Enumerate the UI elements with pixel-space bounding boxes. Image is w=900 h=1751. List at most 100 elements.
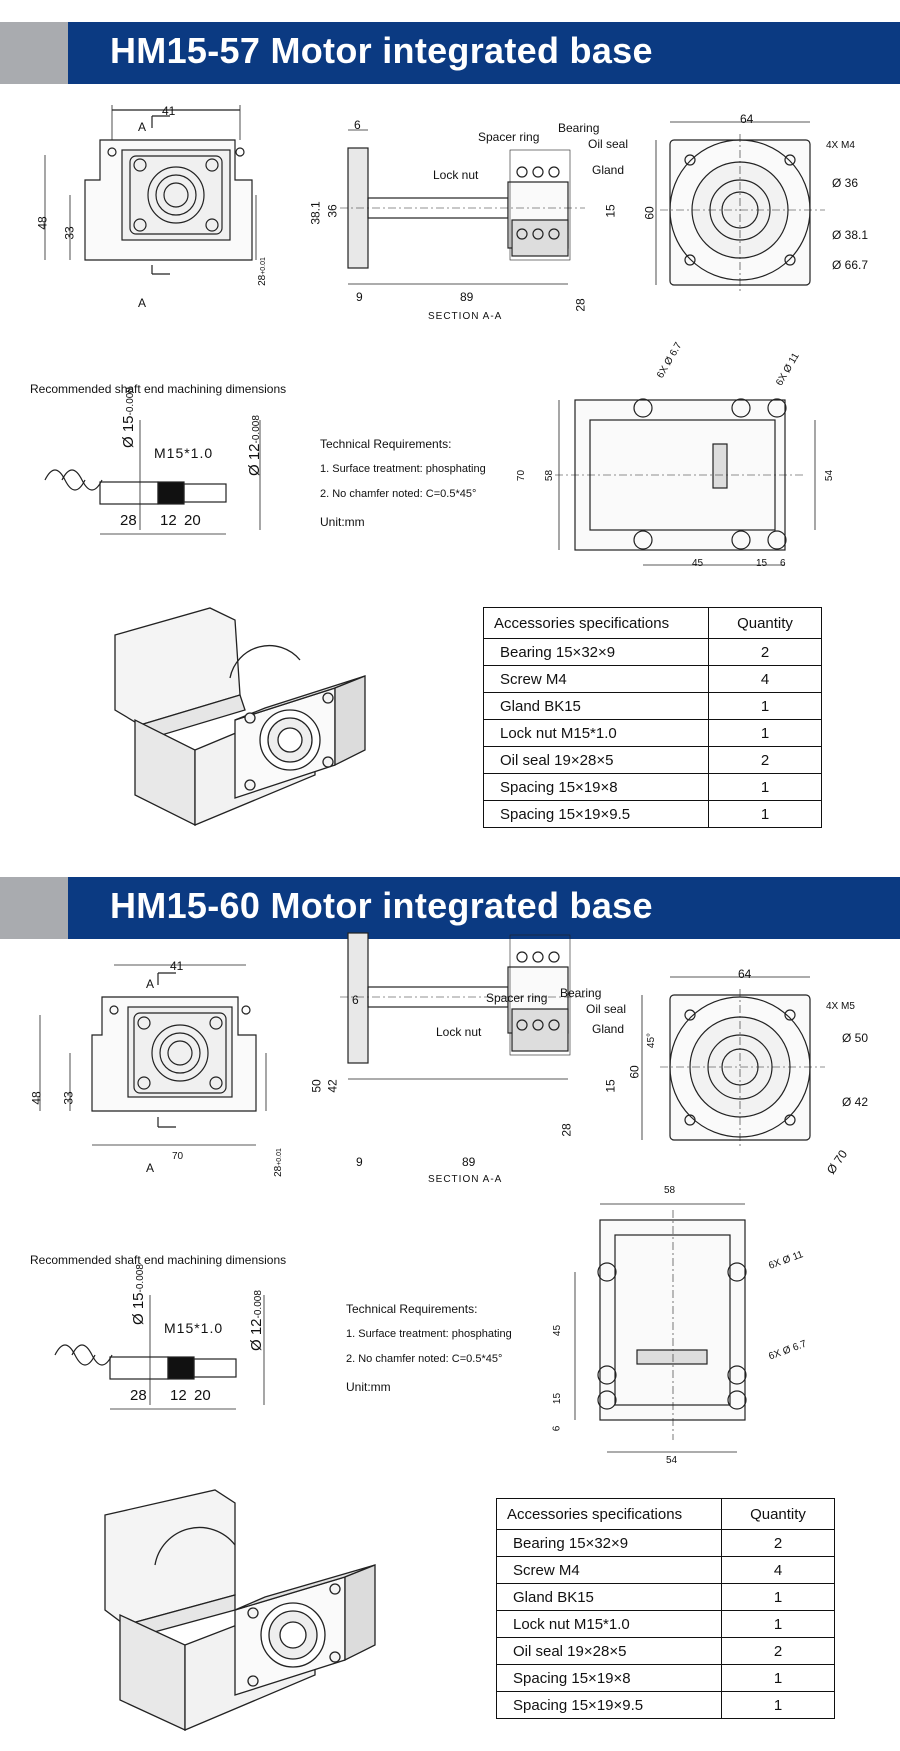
end-width-dim: 64 bbox=[740, 112, 754, 126]
shaft-d-left: Ø 15-0.008 bbox=[130, 1264, 147, 1325]
accessory-spec-cell: Gland BK15 bbox=[483, 692, 709, 720]
isometric-base-drawing bbox=[104, 1489, 376, 1732]
section-title: HM15-57 Motor integrated base bbox=[110, 30, 653, 71]
top-total-height: 70 bbox=[516, 469, 528, 482]
shaft-d-left-tol: -0.008 bbox=[125, 387, 136, 416]
end-d1-label: Ø 50 bbox=[842, 1031, 869, 1045]
top-holes-small: 6X Ø 6.7 bbox=[655, 340, 685, 381]
accessory-quantity-cell: 1 bbox=[721, 1691, 835, 1719]
front-center-height-dim: 33 bbox=[61, 1091, 76, 1105]
callout-spacer-ring: Spacer ring bbox=[478, 130, 540, 144]
section-shaft-len-dim: 89 bbox=[460, 290, 474, 304]
shaft-d-right-tol: -0.008 bbox=[253, 1290, 264, 1319]
accessory-spec-cell: Bearing 15×32×9 bbox=[483, 638, 709, 666]
header-quantity: Quantity bbox=[708, 607, 822, 639]
accessory-spec-cell: Screw M4 bbox=[483, 665, 709, 693]
callout-gland: Gland bbox=[592, 1022, 625, 1036]
front-section-mark-top: A bbox=[138, 120, 147, 134]
top-dim-15: 15 bbox=[756, 558, 768, 569]
top-view-drawing bbox=[555, 398, 816, 566]
banner-grey-block bbox=[0, 877, 68, 939]
accessory-spec-cell: Gland BK15 bbox=[496, 1583, 722, 1611]
accessory-quantity-cell: 1 bbox=[721, 1664, 835, 1692]
section-inner-dim: 36 bbox=[325, 204, 340, 218]
accessory-spec-cell: Spacing 15×19×8 bbox=[483, 773, 709, 801]
section-height-dim: 38.1 bbox=[308, 201, 323, 225]
top-dim-45: 45 bbox=[692, 558, 704, 569]
shaft-d-right-value: Ø 12 bbox=[246, 443, 263, 476]
tech-requirements: Technical Requirements: 1. Surface treat… bbox=[320, 432, 486, 535]
accessory-spec-cell: Bearing 15×32×9 bbox=[496, 1529, 722, 1557]
tech-unit: Unit:mm bbox=[320, 515, 365, 529]
callout-bearing: Bearing bbox=[558, 121, 600, 135]
header-quantity: Quantity bbox=[721, 1498, 835, 1530]
section-view-drawing bbox=[340, 932, 585, 1080]
accessory-quantity-cell: 4 bbox=[721, 1556, 835, 1584]
tech-requirements: Technical Requirements: 1. Surface treat… bbox=[346, 1297, 512, 1400]
top-dim-15: 15 bbox=[552, 1392, 564, 1405]
top-dim-45: 45 bbox=[552, 1324, 564, 1337]
end-height-dim: 60 bbox=[627, 1065, 642, 1079]
section-base-dim: 28 bbox=[573, 298, 588, 312]
front-bottom-width: 70 bbox=[172, 1151, 184, 1162]
section-title: HM15-60 Motor integrated base bbox=[110, 885, 653, 926]
front-width-dim: 41 bbox=[170, 959, 184, 973]
accessory-quantity-cell: 1 bbox=[721, 1583, 835, 1611]
shaft-thread: M15*1.0 bbox=[154, 445, 214, 461]
accessory-spec-cell: Lock nut M15*1.0 bbox=[483, 719, 709, 747]
section-caption: SECTION A-A bbox=[428, 311, 503, 322]
end-holes-label: 4X M5 bbox=[826, 1001, 855, 1012]
tech-line-1: 1. Surface treatment: phosphating bbox=[320, 463, 486, 475]
front-base-dim: 28 bbox=[256, 274, 268, 286]
section-shaft-len-dim: 89 bbox=[462, 1155, 476, 1169]
end-d3-label: Ø 66.7 bbox=[832, 258, 869, 272]
shaft-d-left-value: Ø 15 bbox=[130, 1292, 147, 1325]
accessory-quantity-cell: 2 bbox=[721, 1529, 835, 1557]
front-base-tol-sup: +0.01 bbox=[259, 257, 267, 275]
tech-line-2: 2. No chamfer noted: C=0.5*45° bbox=[320, 488, 477, 500]
shaft-end-drawing bbox=[44, 420, 261, 535]
section-bore-dim: 15 bbox=[603, 204, 618, 218]
banner-grey-block bbox=[0, 22, 68, 84]
shaft-d-right: Ø 12-0.008 bbox=[246, 415, 263, 476]
section-inner-dim: 42 bbox=[325, 1079, 340, 1093]
top-dim-6: 6 bbox=[780, 558, 786, 569]
accessory-quantity-cell: 2 bbox=[708, 746, 822, 774]
end-d2-label: Ø 42 bbox=[842, 1095, 869, 1109]
section-offset-dim: 9 bbox=[356, 290, 363, 304]
header-accessories-specifications: Accessories specifications bbox=[483, 607, 709, 639]
section-view-drawing bbox=[340, 129, 585, 285]
accessory-quantity-cell: 4 bbox=[708, 665, 822, 693]
tech-line-2: 2. No chamfer noted: C=0.5*45° bbox=[346, 1353, 503, 1365]
front-base-dim: 28 bbox=[272, 1165, 284, 1177]
front-width-dim: 41 bbox=[162, 104, 176, 118]
front-section-mark-bottom: A bbox=[146, 1161, 155, 1175]
shaft-d-right-value: Ø 12 bbox=[248, 1318, 265, 1351]
shaft-thread: M15*1.0 bbox=[164, 1320, 224, 1336]
shaft-len-c: 20 bbox=[194, 1387, 211, 1404]
section-offset-dim: 9 bbox=[356, 1155, 363, 1169]
end-holes-label: 4X M4 bbox=[826, 140, 855, 151]
accessory-quantity-cell: 1 bbox=[708, 773, 822, 801]
shaft-heading: Recommended shaft end machining dimensio… bbox=[30, 1253, 287, 1267]
product-section-hm15-57: HM15-57 Motor integrated base 41 A A 48 … bbox=[0, 0, 900, 860]
accessory-spec-cell: Oil seal 19×28×5 bbox=[496, 1637, 722, 1665]
end-width-dim: 64 bbox=[738, 967, 752, 981]
section-flange-dim: 6 bbox=[354, 118, 361, 132]
shaft-len-b: 12 bbox=[170, 1387, 187, 1404]
accessory-quantity-cell: 1 bbox=[708, 800, 822, 828]
front-section-mark-bottom: A bbox=[138, 296, 147, 310]
accessory-quantity-cell: 1 bbox=[721, 1610, 835, 1638]
callout-bearing: Bearing bbox=[560, 986, 602, 1000]
